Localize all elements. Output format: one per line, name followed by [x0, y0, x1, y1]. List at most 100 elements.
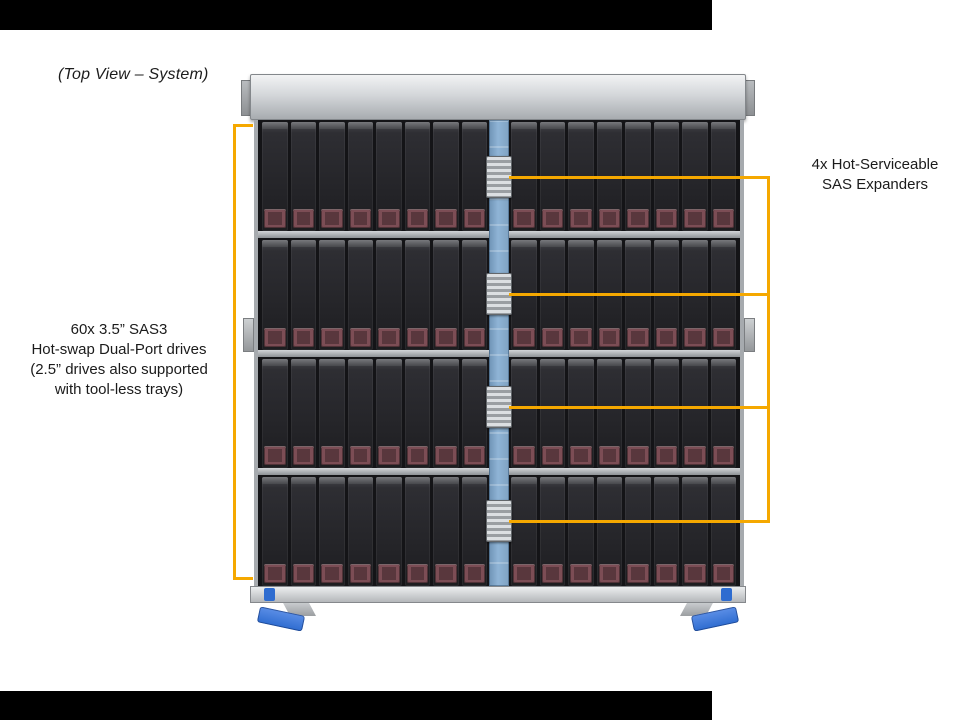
drive-tray	[404, 358, 430, 468]
drive-latch	[435, 327, 457, 347]
drives-bracket-tick-top	[233, 124, 253, 127]
drive-latch	[349, 564, 371, 583]
expander-callout-line-3	[509, 406, 770, 409]
top-letterbox-bar	[0, 0, 712, 30]
drive-latch	[684, 445, 706, 465]
drive-tray	[262, 476, 288, 586]
drive-tray	[568, 476, 594, 586]
drive-latch	[627, 327, 649, 347]
drive-tray	[290, 240, 316, 350]
drive-latch	[406, 209, 428, 229]
drive-latch	[570, 327, 592, 347]
drives-bracket-tick-bottom	[233, 577, 253, 580]
drive-latch	[435, 445, 457, 465]
drive-tray	[319, 240, 345, 350]
drive-latch	[541, 564, 563, 583]
drive-tray	[433, 358, 459, 468]
drive-row-half-right	[509, 358, 738, 468]
drive-tray	[682, 358, 708, 468]
drive-tray	[433, 122, 459, 232]
drive-tray	[347, 358, 373, 468]
drive-latch	[264, 445, 286, 465]
chassis-top-cover	[250, 74, 746, 120]
drive-latch	[463, 209, 485, 229]
drive-latch	[513, 445, 535, 465]
drive-row-half-left	[260, 358, 489, 468]
drive-latch	[684, 564, 706, 583]
drive-latch	[627, 445, 649, 465]
drive-latch	[378, 327, 400, 347]
drive-tray	[511, 358, 537, 468]
expander-callout-line-2	[509, 293, 770, 296]
drive-tray	[376, 358, 402, 468]
drive-latch	[292, 327, 314, 347]
drive-latch	[264, 327, 286, 347]
drive-latch	[463, 327, 485, 347]
drive-latch	[712, 445, 734, 465]
drive-latch	[570, 445, 592, 465]
drive-tray	[461, 476, 487, 586]
drive-latch	[349, 445, 371, 465]
drive-latch	[321, 327, 343, 347]
drive-latch	[627, 209, 649, 229]
chassis-right-ear	[745, 80, 755, 116]
drive-latch	[513, 564, 535, 583]
expander-callout-line-1	[509, 176, 770, 179]
sas-expander-module	[486, 156, 512, 198]
drive-tray	[347, 476, 373, 586]
expander-spine	[486, 120, 512, 586]
drive-latch	[292, 445, 314, 465]
drive-row	[258, 475, 740, 586]
drive-row-half-left	[260, 122, 489, 232]
drive-tray	[433, 240, 459, 350]
drive-row-half-right	[509, 476, 738, 586]
drive-latch	[598, 209, 620, 229]
drive-tray	[511, 476, 537, 586]
drive-latch	[655, 209, 677, 229]
drive-tray	[262, 122, 288, 232]
drive-latch	[463, 564, 485, 583]
sas-expander-module	[486, 273, 512, 315]
drive-tray	[290, 476, 316, 586]
drive-tray	[404, 476, 430, 586]
drive-latch	[570, 564, 592, 583]
drive-latch	[570, 209, 592, 229]
drive-latch	[541, 445, 563, 465]
drive-tray	[682, 476, 708, 586]
drive-tray	[653, 476, 679, 586]
drive-row-half-left	[260, 240, 489, 350]
drive-latch	[406, 445, 428, 465]
chassis-side-tab-left	[243, 318, 254, 352]
drive-latch	[655, 445, 677, 465]
drive-tray	[433, 476, 459, 586]
drive-latch	[435, 564, 457, 583]
drive-bay-area	[254, 120, 744, 586]
drive-latch	[712, 327, 734, 347]
drive-latch	[627, 564, 649, 583]
rail-clip-right	[721, 588, 732, 601]
drive-tray	[710, 358, 736, 468]
drive-latch	[712, 209, 734, 229]
drive-latch	[712, 564, 734, 583]
drive-tray	[625, 476, 651, 586]
rail-clip-left	[264, 588, 275, 601]
drive-tray	[461, 122, 487, 232]
drive-tray	[653, 358, 679, 468]
drive-latch	[349, 209, 371, 229]
drive-latch	[349, 327, 371, 347]
drive-latch	[541, 209, 563, 229]
drive-tray	[539, 476, 565, 586]
bottom-letterbox-bar	[0, 691, 712, 720]
drive-latch	[321, 445, 343, 465]
expanders-annotation-label: 4x Hot-Serviceable SAS Expanders	[811, 156, 939, 193]
drive-latch	[378, 564, 400, 583]
sas-expander-module	[486, 386, 512, 428]
chassis-bottom-rail	[250, 586, 746, 603]
drive-tray	[319, 358, 345, 468]
drive-tray	[710, 476, 736, 586]
drive-tray	[404, 240, 430, 350]
drive-tray	[347, 122, 373, 232]
drive-tray	[290, 122, 316, 232]
expander-callout-line-4	[509, 520, 770, 523]
